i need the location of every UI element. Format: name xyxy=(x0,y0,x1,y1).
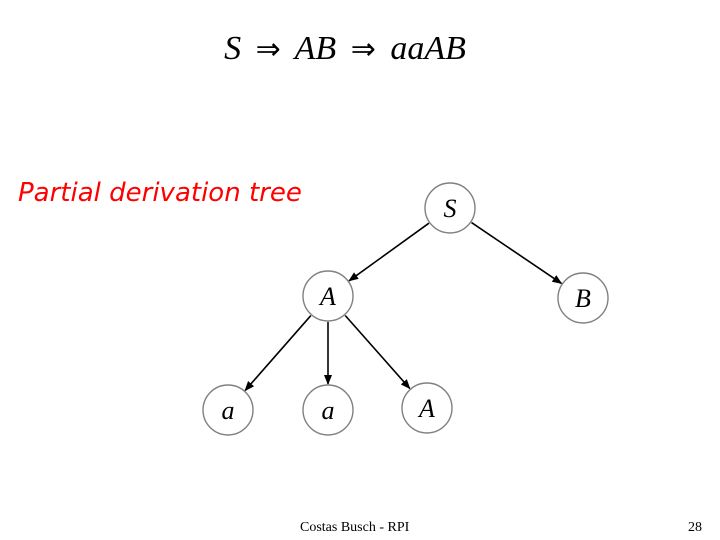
derives-arrow-1: ⇒ xyxy=(255,33,281,66)
tree-nodes: S A Ba a A xyxy=(202,182,609,436)
node-label: B xyxy=(575,284,591,313)
node-label: S xyxy=(444,194,457,223)
edge-S-B xyxy=(471,221,563,285)
edge-A-A2 xyxy=(344,314,411,390)
edge-S-A xyxy=(348,222,430,282)
tree-node-a2: a xyxy=(302,384,354,436)
edge-A-a1 xyxy=(244,315,312,392)
node-circle xyxy=(424,182,476,234)
node-circle xyxy=(401,382,453,434)
node-label: a xyxy=(322,396,335,425)
tree-edges xyxy=(244,221,563,392)
derivation-formula: S ⇒ AB ⇒ aaAB xyxy=(0,30,690,68)
node-label: A xyxy=(318,282,336,311)
tree-node-B: B xyxy=(557,272,609,324)
node-label: A xyxy=(417,394,435,423)
node-label: a xyxy=(222,396,235,425)
tree-node-a1: a xyxy=(202,384,254,436)
node-circle xyxy=(202,384,254,436)
derivation-step-2: aaAB xyxy=(390,30,466,67)
tree-node-A: A xyxy=(302,270,354,322)
subtitle: Partial derivation tree xyxy=(18,178,302,208)
node-circle xyxy=(302,384,354,436)
page-number: 28 xyxy=(688,520,702,535)
tree-node-A2: A xyxy=(401,382,453,434)
tree-node-S: S xyxy=(424,182,476,234)
derivation-step-1: AB xyxy=(294,30,337,67)
node-circle xyxy=(557,272,609,324)
derivation-start: S xyxy=(224,30,242,67)
footer-author: Costas Busch - RPI xyxy=(300,520,410,535)
node-circle xyxy=(302,270,354,322)
derives-arrow-2: ⇒ xyxy=(350,33,376,66)
